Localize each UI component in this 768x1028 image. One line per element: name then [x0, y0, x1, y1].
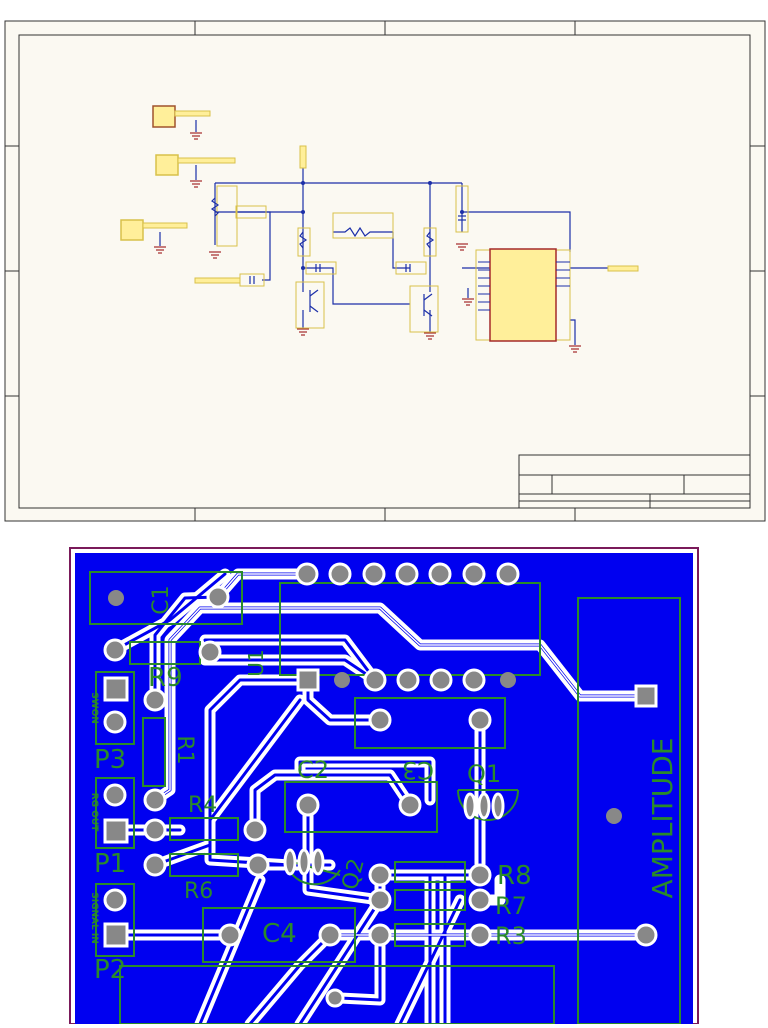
label-r8: R8: [497, 861, 532, 891]
label-p2: P2: [94, 955, 126, 985]
schematic-connectors: [120, 105, 639, 284]
label-r4: R4: [188, 793, 217, 818]
pcb-layout: C1 U1 R9 R1 SWON P3 R4 C2 C3 Q1 RG OUT P…: [69, 547, 699, 1028]
label-r7: R7: [495, 892, 527, 920]
label-c2: C2: [297, 756, 329, 784]
title-block: [518, 454, 751, 509]
label-r3: R3: [495, 922, 527, 950]
label-p2-net: SIGNAL IN: [89, 892, 99, 943]
ic-symbol: [489, 248, 557, 342]
label-r6: R6: [184, 879, 213, 904]
label-p1: P1: [94, 849, 126, 879]
label-p3: P3: [94, 745, 126, 775]
label-r1: R1: [172, 735, 197, 764]
label-amplitude: AMPLITUDE: [646, 738, 679, 899]
passive-symbols: [210, 197, 466, 284]
pcb-pads: [103, 562, 658, 1008]
junctions: [301, 181, 464, 270]
label-c4: C4: [262, 919, 297, 949]
label-u1: U1: [244, 649, 268, 676]
transistor-symbols: [309, 289, 433, 317]
label-p1-net: RG OUT: [89, 793, 99, 832]
zone-ticks: [5, 21, 765, 521]
label-r9: R9: [148, 663, 183, 693]
label-q1: Q1: [467, 760, 501, 788]
label-c3: C3: [402, 756, 434, 784]
ground-symbols: [154, 132, 581, 353]
schematic-sheet: [4, 20, 766, 522]
label-c1: C1: [149, 585, 174, 614]
sheet-frame: [4, 20, 766, 522]
label-p3-net: SWON: [89, 692, 99, 724]
ic-pins: [478, 261, 570, 311]
